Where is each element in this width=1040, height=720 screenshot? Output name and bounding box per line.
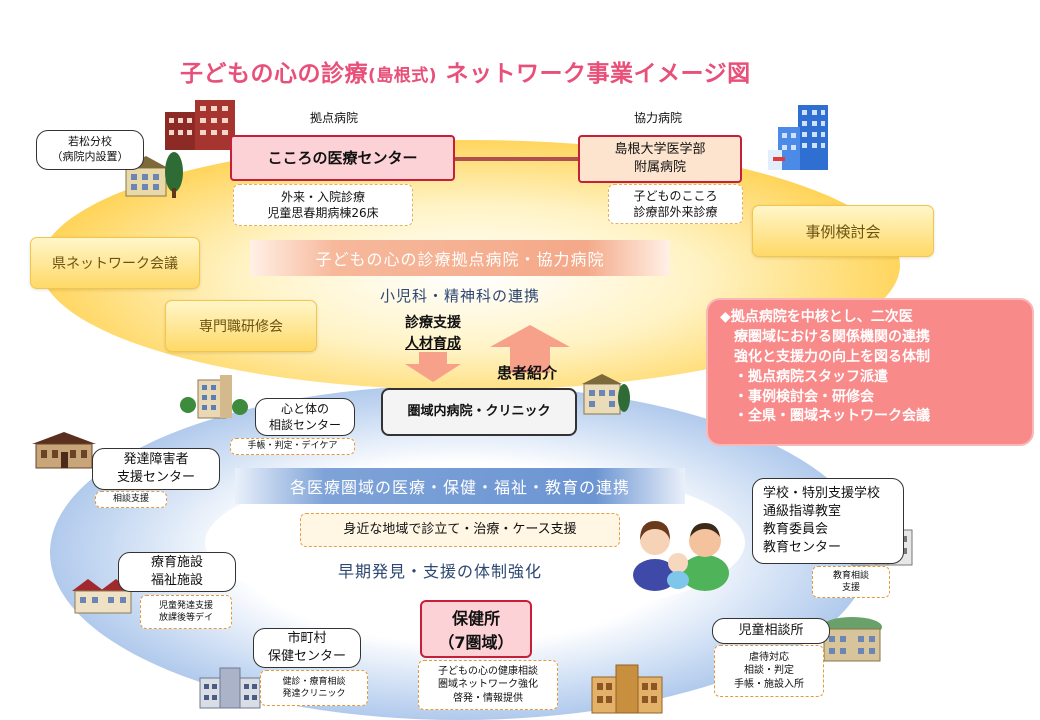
coop-hospital-name-line1: 島根大学医学部 — [614, 142, 706, 158]
school-service-1: 教育相談 — [832, 570, 869, 581]
branch-school-name: 若松分校 — [68, 135, 112, 149]
rehab-name-2: 福祉施設 — [150, 573, 203, 588]
child-guidance-service-2: 相談・判定 — [744, 665, 794, 677]
referral-label: 患者紹介 — [497, 364, 558, 382]
health-center-name-1: 保健所 — [451, 609, 500, 628]
school-service-2: 支援 — [841, 583, 860, 593]
panel-line-4: ・拠点病院スタッフ派遣 — [720, 368, 888, 385]
coop-hospital-name-line2: 附属病院 — [633, 160, 686, 175]
base-service-2: 児童思春期病棟26床 — [267, 206, 379, 220]
down-arrow-icon — [405, 352, 461, 382]
child-guidance-service-3: 手帳・施設入所 — [734, 678, 804, 690]
rehab-service-2: 放課後等デイ — [158, 613, 213, 623]
base-service-1: 外来・入院診療 — [280, 189, 365, 204]
municipal-service-1: 健診・療育相談 — [282, 676, 346, 687]
child-guidance-box: 児童相談所 — [712, 618, 830, 644]
dev-support-center-box: 発達障害者 支援センター — [92, 448, 220, 490]
clinic-box: 圏域内病院・クリニック — [381, 388, 577, 436]
panel-line-3: 強化と支援力の向上を図る体制 — [720, 348, 930, 365]
municipal-name-1: 市町村 — [287, 631, 327, 647]
child-guidance-building-icon — [822, 617, 882, 662]
mind-body-center-box: 心と体の 相談センター — [255, 398, 355, 436]
rehab-facility-box: 療育施設 福祉施設 — [118, 552, 236, 592]
child-guidance-service-1: 虐待対応 — [749, 651, 789, 663]
dev-support-name-1: 発達障害者 — [123, 452, 189, 468]
health-center-building-icon — [591, 664, 663, 714]
mind-body-service: 手帳・判定・デイケア — [230, 438, 355, 455]
diagram-title: 子どもの心の診療(島根式) ネットワーク事業イメージ図 — [180, 61, 751, 87]
coop-hospital-box: 島根大学医学部 附属病院 — [578, 135, 742, 183]
base-hospital-services: 外来・入院診療 児童思春期病棟26床 — [233, 184, 413, 226]
rehab-service-1: 児童発達支援 — [158, 600, 213, 611]
school-box: 学校・特別支援学校 通級指導教室 教育委員会 教育センター — [752, 478, 904, 564]
hospital-link-line — [455, 157, 578, 161]
mind-body-name-2: 相談センター — [268, 418, 341, 432]
base-hospital-building-icon — [165, 100, 235, 150]
school-line-3: 教育委員会 — [763, 522, 829, 537]
pref-network-meeting: 県ネットワーク会議 — [30, 237, 200, 289]
dev-support-service: 相談支援 — [95, 491, 167, 508]
early-detection-label: 早期発見・支援の体制強化 — [338, 562, 543, 581]
municipal-center-building-icon — [199, 667, 261, 709]
upper-banner: 子どもの心の診療拠点病院・協力病院 — [250, 240, 670, 276]
cooperation-label: 小児科・精神科の連携 — [380, 287, 541, 305]
branch-school-note: （病院内設置） — [51, 150, 129, 163]
health-center-box: 保健所 （7圏域） — [420, 600, 532, 658]
health-center-service: 子どもの心の健康相談 圏域ネットワーク強化 啓発・情報提供 — [418, 660, 558, 710]
local-support-box: 身近な地域で診立て・治療・ケース支援 — [300, 513, 620, 547]
child-guidance-name: 児童相談所 — [738, 623, 804, 639]
clinic-name: 圏域内病院・クリニック — [407, 404, 551, 420]
panel-line-5: ・事例検討会・研修会 — [720, 388, 874, 405]
up-arrow-icon — [490, 325, 570, 373]
system-info-panel: ◆拠点病院を中核とし、二次医 療圏域における関係機関の連携 強化と支援力の向上を… — [706, 298, 1034, 446]
school-service: 教育相談 支援 — [812, 566, 890, 598]
mind-body-center-building-icon — [180, 375, 248, 419]
health-center-service-2: 圏域ネットワーク強化 — [438, 679, 538, 691]
coop-service-2: 診療部外来診療 — [633, 205, 718, 219]
branch-school-box: 若松分校 （病院内設置） — [36, 130, 144, 170]
health-center-name-2: （7圏域） — [438, 633, 514, 652]
school-line-1: 学校・特別支援学校 — [763, 485, 881, 501]
rehab-service: 児童発達支援 放課後等デイ — [140, 595, 232, 629]
dev-support-name-2: 支援センター — [116, 470, 195, 485]
school-line-2: 通級指導教室 — [763, 503, 842, 519]
health-center-service-1: 子どもの心の健康相談 — [438, 665, 538, 677]
child-guidance-service: 虐待対応 相談・判定 手帳・施設入所 — [714, 645, 824, 697]
lower-banner: 各医療圏域の医療・保健・福祉・教育の連携 — [235, 468, 685, 504]
base-hospital-label: 拠点病院 — [310, 111, 359, 125]
municipal-service: 健診・療育相談 発達クリニック — [260, 670, 368, 706]
mind-body-name-1: 心と体の — [280, 401, 329, 416]
coop-hospital-services: 子どものこころ 診療部外来診療 — [608, 184, 743, 224]
municipal-center-box: 市町村 保健センター — [253, 628, 361, 668]
dev-support-building-icon — [32, 432, 96, 469]
municipal-service-2: 発達クリニック — [282, 689, 346, 699]
case-review-meeting: 事例検討会 — [752, 205, 934, 257]
panel-line-2: 療圏域における関係機関の連携 — [720, 328, 930, 345]
support-line1: 診療支援 — [405, 315, 461, 331]
coop-service-1: 子どものこころ — [633, 188, 718, 203]
rehab-name-1: 療育施設 — [150, 555, 203, 571]
panel-line-1: ◆拠点病院を中核とし、二次医 — [720, 309, 913, 325]
family-illustration-icon — [633, 521, 729, 591]
support-line2: 人材育成 — [405, 336, 461, 352]
training-meeting: 専門職研修会 — [165, 300, 317, 352]
coop-hospital-building-icon — [768, 105, 828, 170]
municipal-name-2: 保健センター — [267, 649, 346, 664]
coop-hospital-label: 協力病院 — [634, 111, 683, 125]
health-center-service-3: 啓発・情報提供 — [453, 692, 523, 704]
school-line-4: 教育センター — [763, 540, 842, 556]
base-hospital-box: こころの医療センター — [230, 135, 455, 181]
clinic-building-icon — [582, 374, 630, 415]
base-hospital-name: こころの医療センター — [267, 148, 418, 167]
panel-line-6: ・全県・圏域ネットワーク会議 — [720, 408, 930, 425]
